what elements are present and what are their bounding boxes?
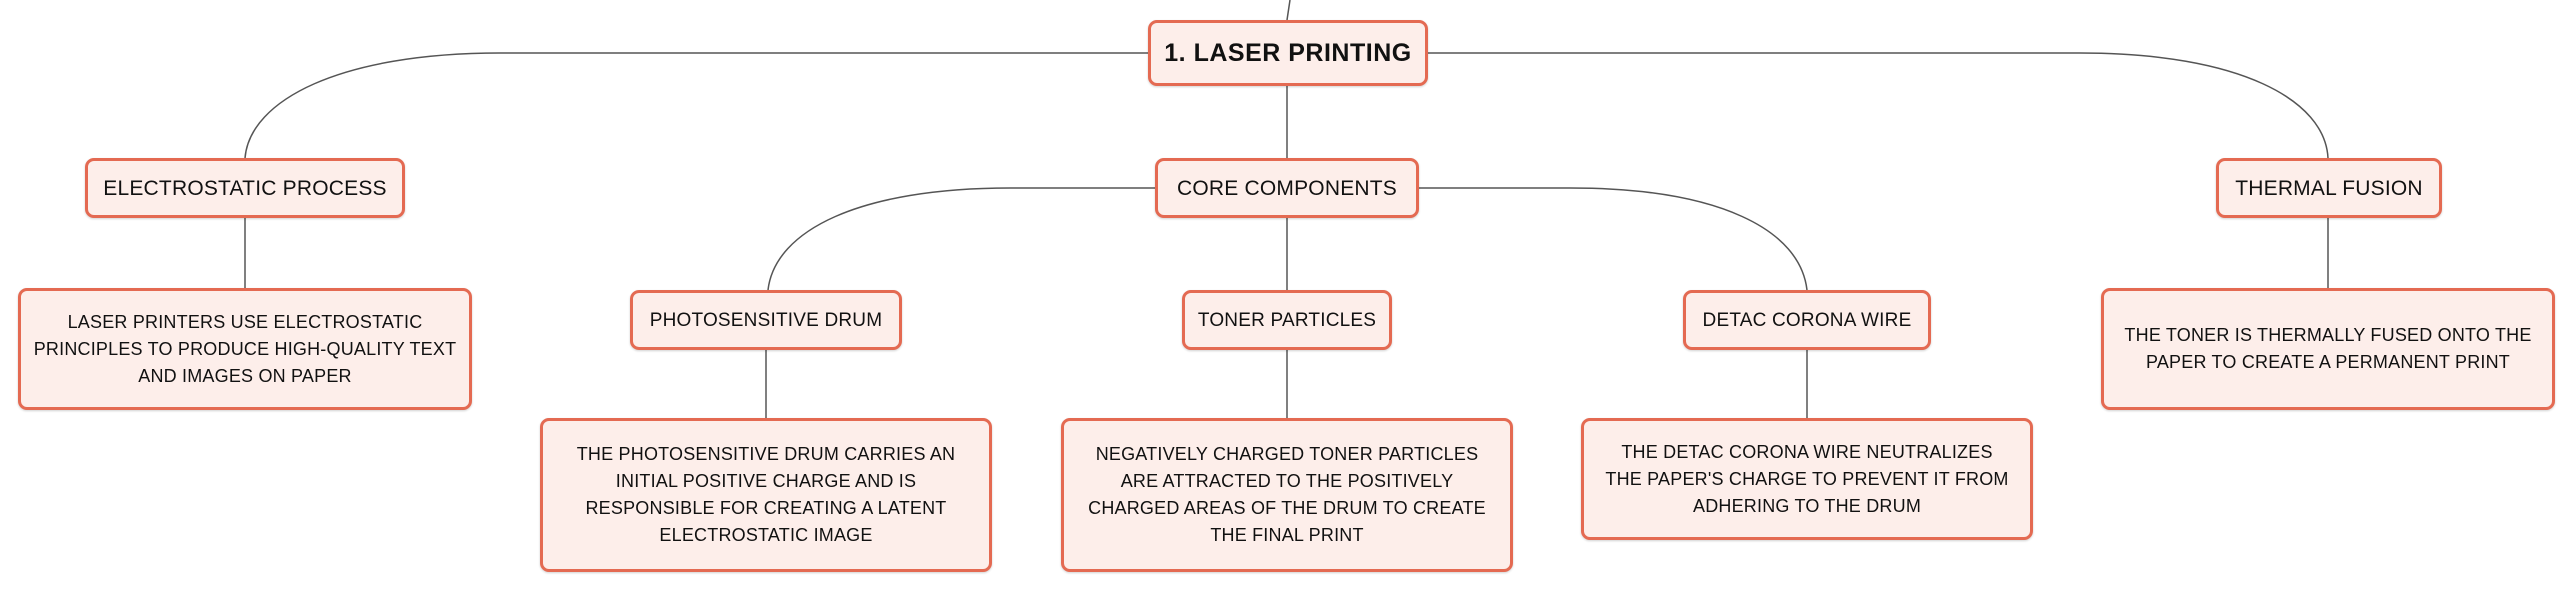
node-electrostatic-process[interactable]: ELECTROSTATIC PROCESS xyxy=(85,158,405,218)
node-toner-particles[interactable]: TONER PARTICLES xyxy=(1182,290,1392,350)
node-corona-description[interactable]: THE DETAC CORONA WIRE NEUTRALIZES THE PA… xyxy=(1581,418,2033,540)
node-thermal-fusion[interactable]: THERMAL FUSION xyxy=(2216,158,2442,218)
root-node-laser-printing[interactable]: 1. LASER PRINTING xyxy=(1148,20,1428,86)
node-electrostatic-description[interactable]: LASER PRINTERS USE ELECTROSTATIC PRINCIP… xyxy=(18,288,472,410)
node-toner-description[interactable]: NEGATIVELY CHARGED TONER PARTICLES ARE A… xyxy=(1061,418,1513,572)
node-photosensitive-drum[interactable]: PHOTOSENSITIVE DRUM xyxy=(630,290,902,350)
connector-root-thermal xyxy=(1426,52,2329,159)
node-thermal-description[interactable]: THE TONER IS THERMALLY FUSED ONTO THE PA… xyxy=(2101,288,2555,410)
connector-root-electrostatic xyxy=(244,52,1150,159)
node-detac-corona-wire[interactable]: DETAC CORONA WIRE xyxy=(1683,290,1931,350)
node-drum-description[interactable]: THE PHOTOSENSITIVE DRUM CARRIES AN INITI… xyxy=(540,418,992,572)
connector-core-drum xyxy=(767,187,1155,291)
node-core-components[interactable]: CORE COMPONENTS xyxy=(1155,158,1419,218)
connector-core-corona xyxy=(1419,187,1808,291)
connector-top-stub xyxy=(1286,0,1291,21)
